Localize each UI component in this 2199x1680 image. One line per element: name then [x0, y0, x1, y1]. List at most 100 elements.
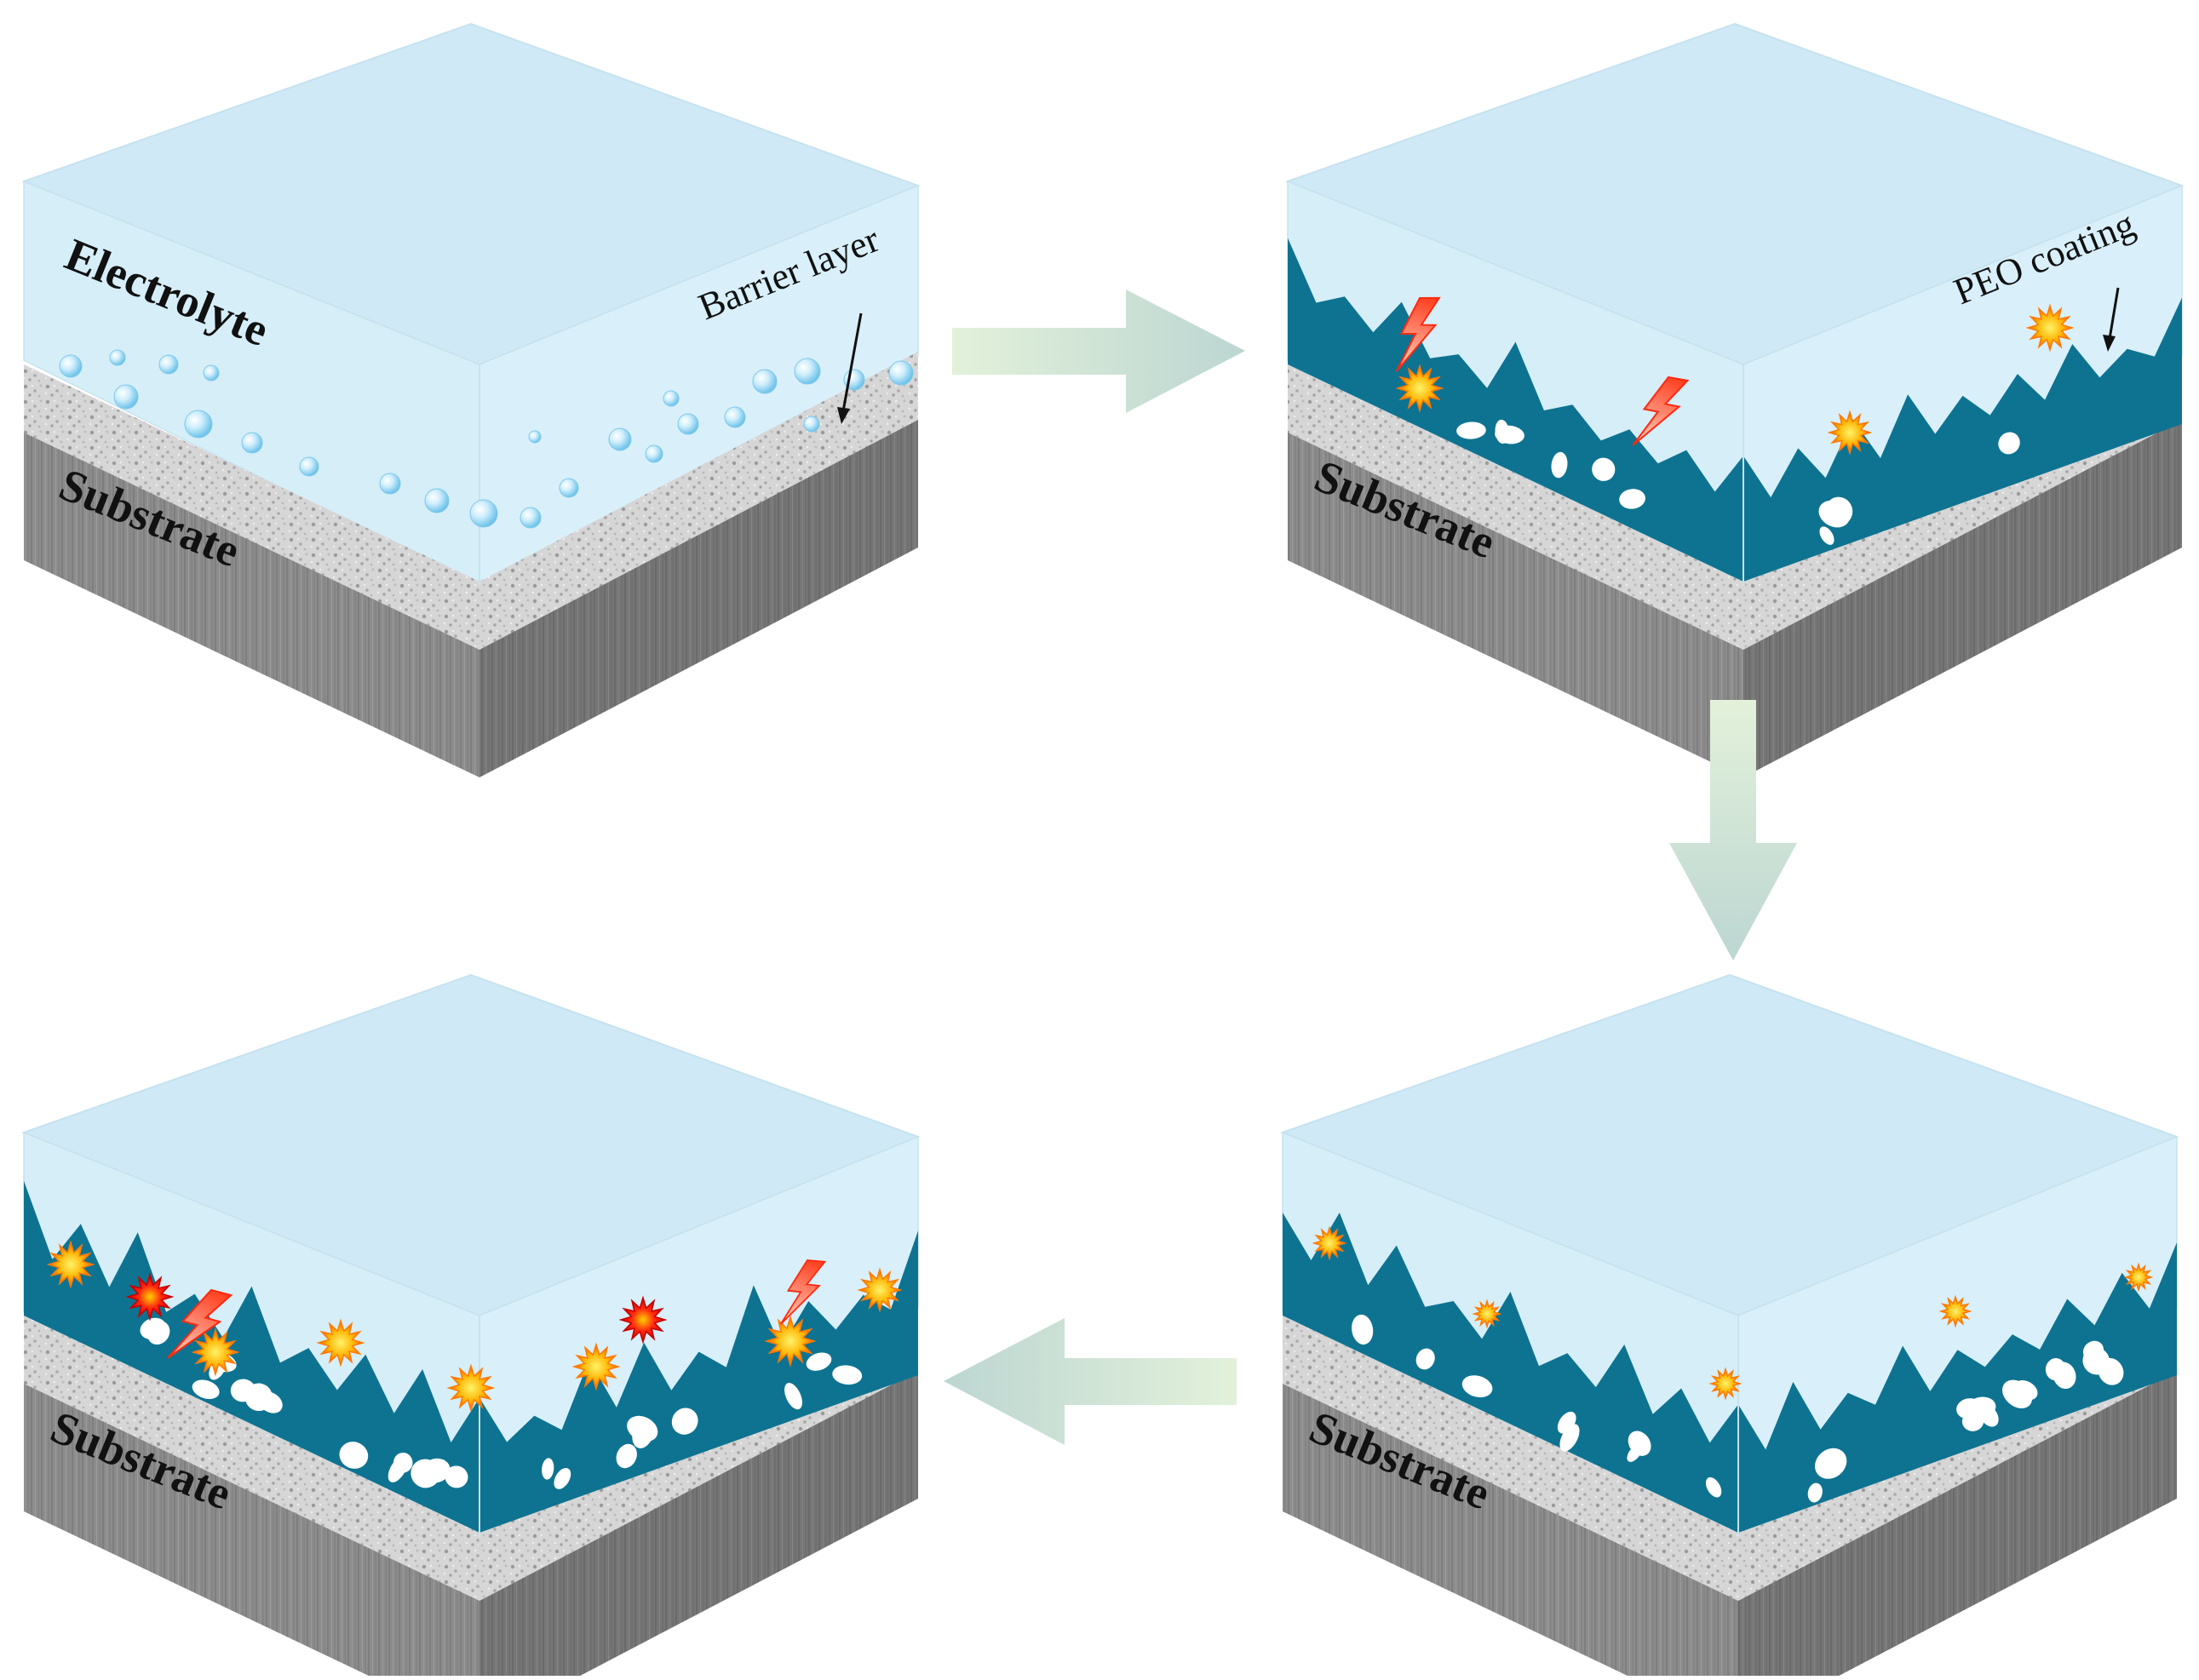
- gas-bubble: [677, 413, 699, 435]
- coating-pore: [832, 1365, 863, 1385]
- coating-pore: [542, 1458, 554, 1480]
- coating-pore: [1495, 425, 1524, 444]
- substrate-right-face: [479, 1371, 918, 1680]
- gas-bubble: [724, 406, 746, 428]
- coating-pore: [146, 1321, 170, 1345]
- gas-bubble: [469, 499, 498, 528]
- gas-bubble: [520, 507, 542, 529]
- gas-bubble: [528, 430, 542, 444]
- discharge-spark: [571, 1342, 621, 1391]
- substrate-right-face: [1743, 420, 2182, 777]
- discharge-spark: [46, 1240, 95, 1289]
- barrier-layer-left: [24, 1316, 479, 1601]
- coating-pore: [616, 1443, 637, 1469]
- discharge-spark-red: [125, 1272, 175, 1322]
- coating-pore: [230, 1379, 256, 1402]
- discharge-spark-red: [618, 1295, 668, 1345]
- barrier-layer-left: [1283, 1316, 1738, 1601]
- coating-pore: [627, 1415, 658, 1442]
- gas-bubble: [158, 354, 179, 375]
- gas-bubble: [241, 432, 263, 454]
- discharge-spark: [1708, 1367, 1743, 1401]
- coating-pore: [1352, 1314, 1374, 1345]
- gas-bubble: [109, 349, 126, 366]
- discharge-spark: [2123, 1262, 2154, 1293]
- coating-pore: [806, 1352, 832, 1371]
- coating-pore: [1456, 421, 1486, 439]
- coating-pore: [445, 1465, 468, 1488]
- gas-bubble: [184, 410, 213, 439]
- gas-bubble: [752, 369, 778, 394]
- coating-pore: [1551, 451, 1568, 479]
- lightning-bolt-icon: [167, 1288, 233, 1359]
- substrate-left-face: [24, 433, 479, 777]
- discharge-spark: [1827, 410, 1873, 456]
- gas-bubble: [424, 488, 450, 513]
- lightning-bolt-icon: [780, 1259, 827, 1325]
- barrier-layer-left: [24, 364, 479, 650]
- gas-bubble: [299, 456, 319, 477]
- discharge-spark: [1472, 1299, 1502, 1329]
- coating-pore: [1415, 1348, 1435, 1370]
- discharge-spark: [1395, 364, 1444, 413]
- gas-bubble: [803, 416, 820, 433]
- arrow-down-icon: [1669, 700, 1797, 960]
- coating-pore: [339, 1442, 369, 1469]
- coating-pore: [554, 1467, 571, 1489]
- coating-pore: [2002, 1379, 2033, 1408]
- gas-bubble: [645, 444, 663, 463]
- discharge-spark: [316, 1318, 365, 1368]
- coating-pore: [1819, 526, 1834, 545]
- coating-pore: [1998, 432, 2020, 455]
- gas-bubble: [59, 354, 83, 378]
- substrate-left-face: [1288, 433, 1743, 777]
- panel-stage-4: Substrate: [21, 973, 921, 1680]
- discharge-spark: [1938, 1294, 1972, 1328]
- discharge-spark: [446, 1363, 496, 1413]
- coating-pore: [2082, 1340, 2104, 1362]
- substrate-left-face: [1283, 1384, 1738, 1680]
- arrow-right-icon: [952, 290, 1245, 413]
- coating-pore: [1461, 1375, 1493, 1398]
- coating-pore: [1978, 1404, 1999, 1427]
- coating-pore: [388, 1456, 408, 1482]
- coating-pore: [1807, 1482, 1823, 1503]
- lightning-bolt-icon: [1632, 376, 1690, 446]
- coating-pore: [1619, 489, 1645, 509]
- coating-pore: [1559, 1424, 1580, 1452]
- discharge-spark: [1312, 1225, 1347, 1261]
- gas-bubble: [113, 384, 139, 410]
- gas-bubble: [379, 473, 401, 495]
- arrow-left-icon: [944, 1318, 1237, 1445]
- coating-pore: [1961, 1411, 1984, 1431]
- coating-pore: [1705, 1476, 1722, 1498]
- coating-pore: [784, 1383, 802, 1410]
- coating-pointer-arrow: [2103, 287, 2120, 352]
- peo-coating-layer: [24, 1180, 918, 1533]
- coating-pore: [422, 1458, 451, 1483]
- panel-stage-3: Substrate: [1280, 973, 2179, 1680]
- substrate-right-face: [1738, 1371, 2177, 1680]
- coating-pore: [1592, 457, 1616, 481]
- coating-pore: [2098, 1357, 2124, 1385]
- barrier-layer-left: [1288, 364, 1743, 650]
- substrate-right-face: [479, 420, 918, 777]
- peo-coating-layer: [1288, 238, 2182, 582]
- discharge-spark: [857, 1267, 903, 1313]
- coating-pore: [1818, 500, 1850, 528]
- coating-pore: [2045, 1357, 2066, 1381]
- gas-bubble: [559, 478, 579, 498]
- lightning-bolt-icon: [1395, 296, 1441, 372]
- coating-pore: [671, 1408, 698, 1435]
- substrate-left-face: [24, 1384, 479, 1680]
- discharge-spark: [191, 1327, 240, 1377]
- gas-bubble: [663, 390, 680, 407]
- coating-pore: [1815, 1448, 1847, 1479]
- peo-coating-layer: [1283, 1213, 2177, 1533]
- coating-pore: [192, 1379, 220, 1400]
- gas-bubble: [608, 427, 632, 451]
